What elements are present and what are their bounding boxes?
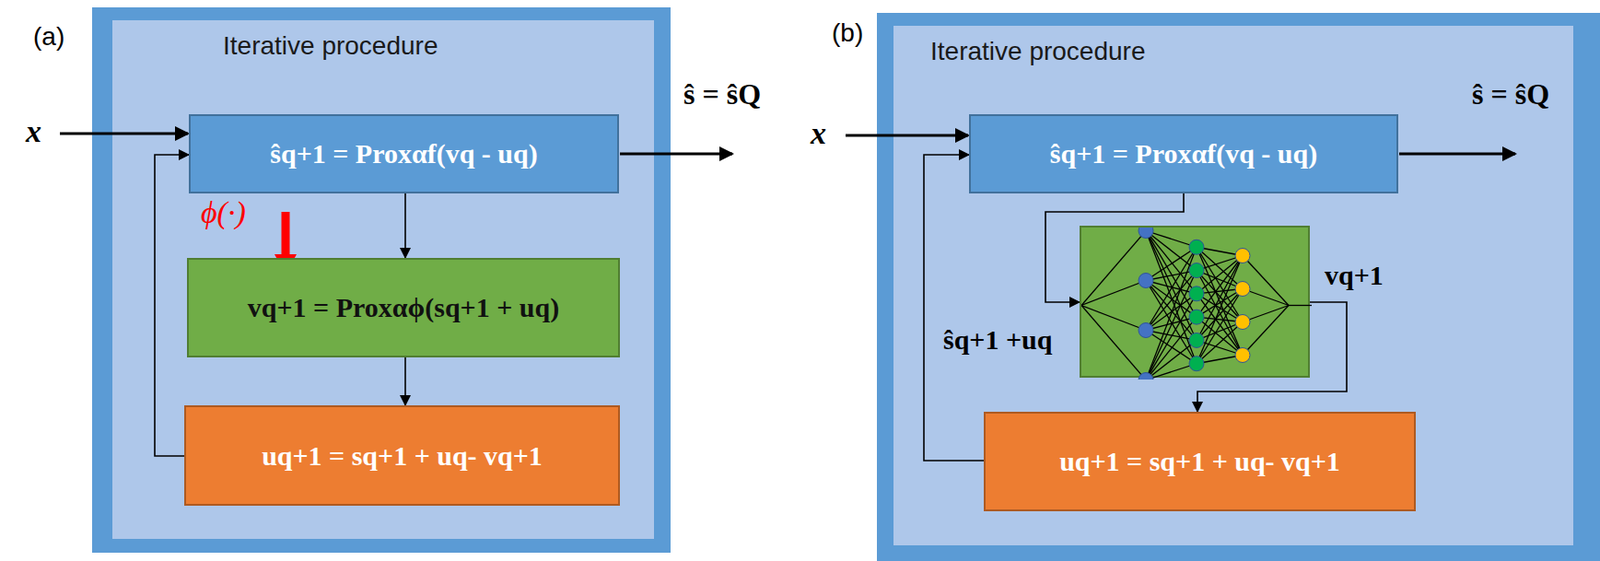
formula-text: uq+1 = sq+1 + uq- vq+1: [261, 440, 543, 472]
prox-phi-box: vq+1 = Proxαϕ(sq+1 + uq): [186, 257, 620, 358]
network-link: [1081, 305, 1146, 381]
input-arrow: [59, 132, 188, 136]
flow-connector: [923, 154, 984, 461]
flow-connector: [404, 193, 407, 258]
input-symbol: x: [25, 114, 42, 150]
formula-text: uq+1 = sq+1 + uq- vq+1: [1059, 445, 1341, 478]
neural-network-illustration: [1081, 227, 1312, 380]
network-link: [1145, 246, 1197, 281]
output-arrow: [619, 152, 733, 156]
network-link: [1145, 316, 1197, 330]
neuron: [1138, 373, 1154, 381]
neuron: [1138, 227, 1154, 239]
network-link: [1145, 339, 1197, 380]
network-link: [1145, 316, 1197, 380]
prox-f-box: ŝq+1 = Proxαf(vq - uq): [188, 114, 619, 194]
neuron: [1138, 273, 1154, 289]
neuron: [1189, 263, 1204, 279]
neuron: [1235, 281, 1250, 297]
neuron: [1189, 309, 1204, 325]
neural-network-box: [1079, 225, 1310, 378]
network-link: [1145, 231, 1197, 364]
network-link: [1081, 280, 1146, 306]
output-arrow: [1399, 152, 1516, 156]
network-link: [1081, 231, 1146, 306]
neuron: [1189, 286, 1204, 302]
formula-text: ŝq+1 = Proxαf(vq - uq): [1050, 138, 1318, 170]
penalty-symbol: ϕ(·): [200, 195, 246, 231]
network-link: [1242, 305, 1289, 356]
neuron: [1189, 332, 1204, 348]
output-symbol: ŝ = ŝQ: [683, 77, 761, 112]
procedure-panel: Iterative procedure ŝq+1 = Proxαf(vq - uq…: [893, 25, 1574, 546]
network-link: [1145, 363, 1197, 380]
output-symbol: ŝ = ŝQ: [1471, 77, 1550, 112]
network-link: [1145, 293, 1197, 380]
input-symbol: x: [810, 116, 827, 152]
update-box: uq+1 = sq+1 + uq- vq+1: [184, 405, 620, 506]
network-link: [1145, 231, 1197, 318]
neuron: [1189, 356, 1204, 372]
edge-label: vq+1: [1322, 259, 1386, 292]
procedure-panel: Iterative procedure ŝq+1 = Proxαf(vq - uq…: [112, 20, 655, 539]
input-arrow: [845, 134, 969, 138]
formula-text: ŝq+1 = Proxαf(vq - uq): [269, 138, 538, 170]
neuron: [1235, 348, 1250, 363]
panel-letter: (a): [33, 22, 65, 52]
network-link: [1145, 246, 1197, 380]
panel-letter: (b): [831, 18, 864, 48]
neuron: [1235, 315, 1250, 330]
neuron: [1138, 323, 1154, 339]
flow-connector: [404, 357, 407, 406]
update-box: uq+1 = sq+1 + uq- vq+1: [983, 411, 1416, 512]
edge-label: ŝq+1 +uq: [941, 324, 1054, 356]
panel-title: Iterative procedure: [222, 31, 438, 61]
formula-text: vq+1 = Proxαϕ(sq+1 + uq): [247, 291, 560, 324]
network-link: [1242, 256, 1289, 306]
neuron: [1235, 248, 1250, 264]
network-link: [1288, 304, 1312, 306]
neuron: [1189, 239, 1204, 255]
prox-f-box: ŝq+1 = Proxαf(vq - uq): [969, 114, 1399, 194]
panel-title: Iterative procedure: [930, 36, 1145, 67]
network-link: [1081, 305, 1146, 331]
